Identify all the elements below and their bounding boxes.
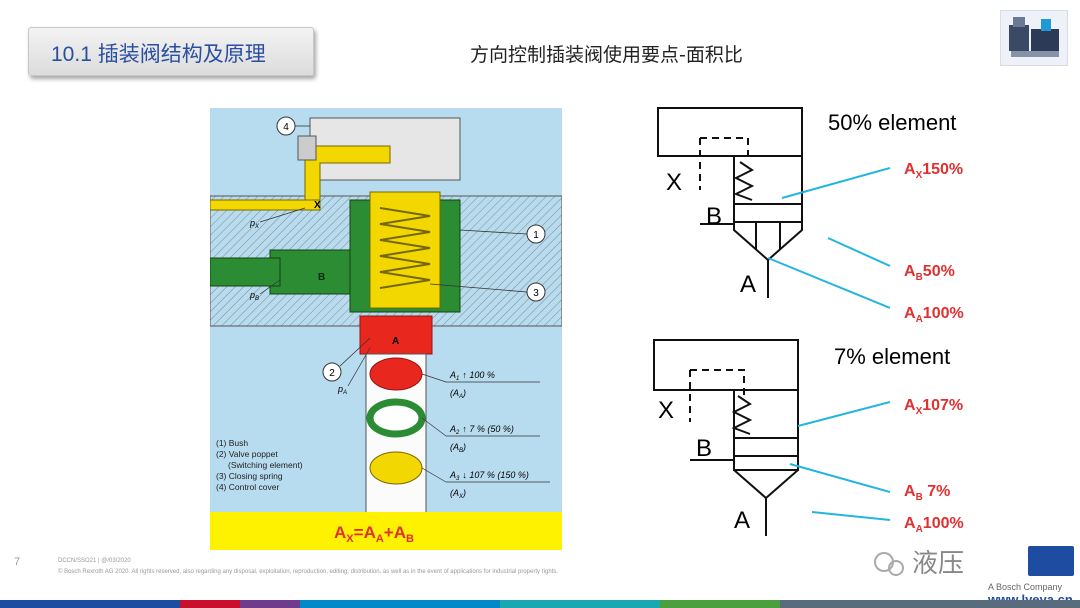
slide-subtitle: 方向控制插装阀使用要点-面积比 [470,44,743,66]
page-number: 7 [14,556,21,568]
bottom-color-bar [0,600,1080,608]
legend-item: (1) Bush [216,438,248,448]
top-port-a: A [740,271,756,298]
callout-4: 4 [283,122,289,133]
brand-badge-icon [1028,546,1074,576]
svg-text:(AX): (AX) [450,488,466,500]
valve-poppet [369,191,441,309]
footer-copyright: © Bosch Rexroth AG 2020. All rights rese… [58,569,559,575]
x-line [210,199,321,211]
area-a1-ellipse [369,357,423,391]
component-legend: (1) Bush (2) Valve poppet (Switching ele… [216,438,303,492]
port-a-area [359,315,433,355]
area-ratio-symbols: X B A 50% element AX150% AB50% AA100% X … [653,107,964,536]
bottom-port-b: B [696,435,712,462]
svg-text:A2↑ 7 % (50 %): A2↑ 7 % (50 %) [449,424,514,436]
area-a3-ellipse [369,451,423,485]
watermark-cn-text: 液压 [912,548,964,578]
spring-icon [733,161,755,201]
top-label-ax: AX150% [904,161,963,181]
svg-text:(AA): (AA) [450,388,466,400]
legend-item: (2) Valve poppet [216,449,278,459]
callout-1: 1 [533,230,539,241]
legend-item: (3) Closing spring [216,471,283,481]
svg-text:A3↓ 107 % (150 %): A3↓ 107 % (150 %) [449,470,529,482]
spring-icon [731,395,753,435]
port-b-label: B [318,272,325,283]
cartridge-valve-section-drawing: 4 1 3 2 X B A pX pB pA A1↑ 100 % (AA) A2… [210,108,562,550]
section-title: 10.1 插装阀结构及原理 [51,43,266,66]
formula-bar [210,512,562,550]
top-label-ab: AB50% [904,263,955,283]
area-a2-ring [366,398,426,438]
chat-icon [874,552,894,572]
pressure-px-label: pX [249,218,260,230]
product-thumbnail [1000,10,1068,66]
port-a-label: A [392,336,399,347]
bottom-label-ab: AB 7% [904,483,950,503]
closing-spring [379,207,431,289]
top-element-title: 50% element [828,110,956,135]
svg-text:A1↑ 100 %: A1↑ 100 % [449,370,495,382]
area-formula: AX=AA+AB [334,523,414,545]
pressure-pb-label: pB [249,290,259,302]
element-7-symbol: X B A 7% element AX107% AB 7% AA100% [653,339,964,536]
top-port-x: X [666,169,682,196]
orifice-plug [297,135,317,161]
bottom-element-title: 7% element [834,344,950,369]
port-x-label: X [314,200,321,211]
watermark-brand: A Bosch Company [988,582,1063,592]
area-annotation-a3: A3↓ 107 % (150 %) (AX) [421,467,550,500]
area-annotation-a2: A2↑ 7 % (50 %) (AB) [421,417,540,454]
bottom-label-aa: AA100% [904,515,964,535]
section-title-box: 10.1 插装阀结构及原理 [28,27,314,76]
footer-doc-code: DCCN/SSO21 | @/03/2020 [58,558,131,564]
legend-item: (4) Control cover [216,482,279,492]
valve-product-icon [1009,17,1059,57]
top-port-b: B [706,203,722,230]
watermark: 液压 A Bosch Company www.lyeya.cn [874,546,1074,607]
area-annotation-a1: A1↑ 100 % (AA) [421,370,540,400]
bottom-port-x: X [658,397,674,424]
bottom-label-ax: AX107% [904,397,963,417]
bottom-port-a: A [734,507,750,534]
callout-3: 3 [533,288,539,299]
pressure-pa-label: pA [337,384,347,396]
svg-text:(AB): (AB) [450,442,466,454]
legend-item: (Switching element) [228,460,303,470]
element-50-symbol: X B A 50% element AX150% AB50% AA100% [657,107,964,325]
top-label-aa: AA100% [904,305,964,325]
callout-2: 2 [329,368,335,379]
